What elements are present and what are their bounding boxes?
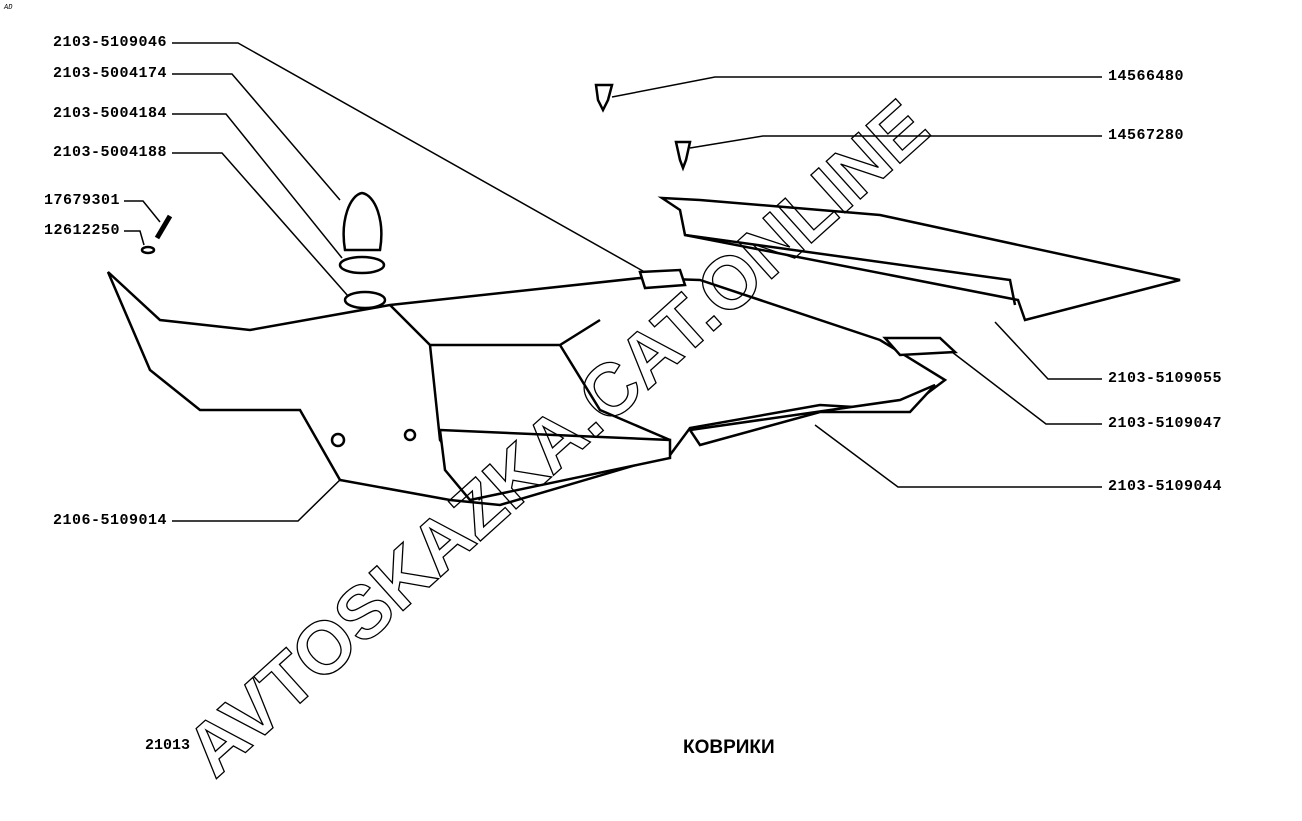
leader-14566480	[611, 76, 1102, 98]
parts	[106, 83, 1181, 507]
leader-2103-5109055	[994, 321, 1102, 380]
diagram-title: КОВРИКИ	[683, 737, 775, 758]
pad-5109046	[638, 268, 687, 290]
part-label-2103-5109055[interactable]: 2103-5109055	[1108, 370, 1223, 387]
front-left-mat	[438, 428, 672, 502]
hole	[403, 428, 417, 442]
screw-14567280	[674, 140, 692, 172]
leader-2106-5109014	[172, 474, 346, 522]
leader-17679301	[124, 200, 161, 223]
leader-14567280	[689, 135, 1102, 149]
part-label-14566480[interactable]: 14566480	[1108, 68, 1185, 85]
part-label-12612250[interactable]: 12612250	[43, 222, 120, 239]
leader-2103-5004188	[172, 152, 349, 297]
gear-boot	[342, 191, 383, 252]
part-label-2103-5004184[interactable]: 2103-5004184	[52, 105, 167, 122]
corner-mark: AD	[4, 4, 13, 12]
leader-12612250	[124, 230, 145, 246]
screw-14566480	[594, 83, 614, 113]
model-code: 21013	[145, 737, 191, 754]
part-label-2103-5004174[interactable]: 2103-5004174	[52, 65, 167, 82]
part-label-17679301[interactable]: 17679301	[43, 192, 120, 209]
hole	[330, 432, 346, 448]
watermark: AVTOSKAZKA.CAT.ONLINE	[170, 84, 944, 792]
front-mat	[687, 383, 936, 447]
boot-ring	[338, 255, 386, 275]
leader-2103-5109046	[172, 42, 651, 276]
leader-2103-5004184	[172, 113, 343, 259]
part-label-2103-5004188[interactable]: 2103-5004188	[52, 144, 167, 161]
part-label-2103-5109044[interactable]: 2103-5109044	[1108, 478, 1223, 495]
leader-lines	[124, 42, 1102, 522]
part-label-2106-5109014[interactable]: 2106-5109014	[52, 512, 167, 529]
washer-12612250	[140, 245, 156, 255]
part-label-14567280[interactable]: 14567280	[1108, 127, 1185, 144]
leader-2103-5004174	[172, 73, 341, 201]
part-label-2103-5109046[interactable]: 2103-5109046	[52, 34, 167, 51]
bolt-17679301	[154, 214, 173, 240]
leader-2103-5109047	[951, 351, 1102, 425]
rear-mat	[657, 196, 1181, 322]
boot-seal	[343, 290, 387, 310]
pad-5109047	[882, 336, 958, 357]
leader-2103-5109044	[814, 424, 1102, 488]
part-label-2103-5109047[interactable]: 2103-5109047	[1108, 415, 1223, 432]
